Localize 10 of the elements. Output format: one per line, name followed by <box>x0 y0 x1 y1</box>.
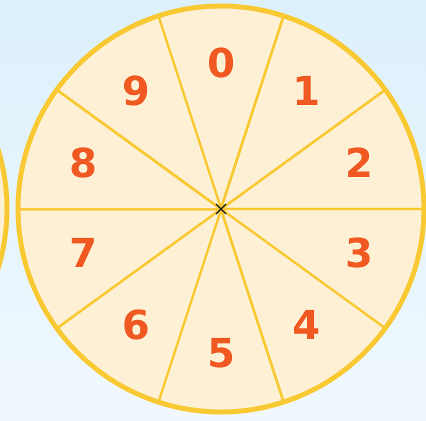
sector-number: 8 <box>69 144 98 184</box>
sector-number: 7 <box>69 234 98 274</box>
sector-number: 5 <box>207 334 235 374</box>
sector-number: 2 <box>344 144 373 184</box>
sector-number: 3 <box>344 234 373 274</box>
sector-number: 6 <box>122 306 150 346</box>
sector-number: 9 <box>122 72 150 112</box>
sector-number: 1 <box>292 72 320 112</box>
sector-number: 4 <box>292 306 320 346</box>
sector-number: 0 <box>207 44 235 84</box>
